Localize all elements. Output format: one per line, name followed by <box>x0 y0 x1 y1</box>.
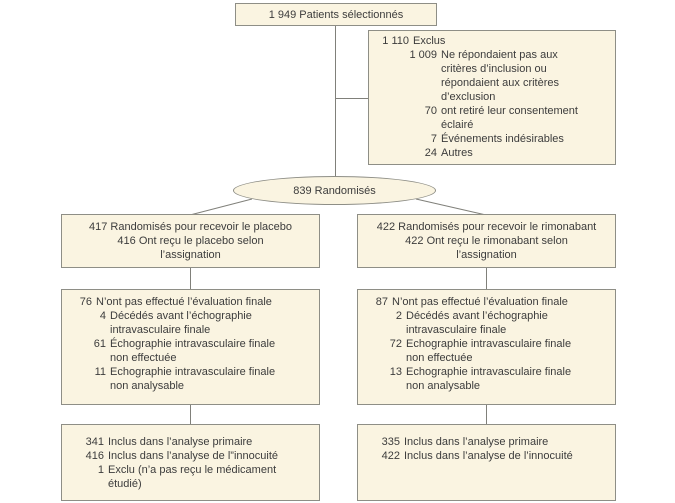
entry-text: Inclus dans l’analyse primaire <box>108 436 253 448</box>
box-rimonabant-no-final-eval: 87 N’ont pas effectué l’évaluation finale… <box>357 289 616 405</box>
entry-count: 7 <box>430 133 437 145</box>
entry-row: 24 Autres <box>377 146 607 160</box>
entry-count: 1 <box>97 464 104 476</box>
entry-row: 341 Inclus dans l’analyse primaire <box>70 435 311 449</box>
entry-count: 1 009 <box>409 49 437 61</box>
box-placebo-analysis: 341 Inclus dans l’analyse primaire 416 Incl… <box>61 424 320 501</box>
entry-count: 76 <box>79 296 92 308</box>
box-placebo-randomized: 417 Randomisés pour recevoir le placebo … <box>61 214 320 268</box>
entry-row: 7 Événements indésirables <box>377 132 607 146</box>
entry-row: 72 Echographie intravasculaire finale non… <box>366 337 607 365</box>
entry-text: Décédés avant l’échographie intravascula… <box>406 310 548 336</box>
box-excluded: 1 110 Exclus 1 009 Ne répondaient pas aux c… <box>368 30 616 165</box>
box-rimonabant-randomized: 422 Randomisés pour recevoir le rimonaba… <box>357 214 616 268</box>
entry-count: 1 110 <box>382 35 409 47</box>
entry-text: Exclu (n’a pas reçu le médicament étudié… <box>108 464 277 490</box>
entry-text: N’ont pas effectué l’évaluation finale <box>96 296 272 308</box>
entry-text: Inclus dans l’analyse primaire <box>404 436 549 448</box>
entry-count: 335 <box>381 436 400 448</box>
entry-row: 416 Inclus dans l’analyse de l”innocuité <box>70 449 311 463</box>
entry-count: 87 <box>375 296 388 308</box>
entry-row: 1 Exclu (n’a pas reçu le médicament étudi… <box>70 463 311 491</box>
entry-count: 70 <box>424 105 437 117</box>
box-patients-selected: 1 949 Patients sélectionnés <box>235 3 437 26</box>
entry-row: 11 Echographie intravasculaire finale non… <box>70 365 311 393</box>
entry-row: 13 Echographie intravasculaire finale non… <box>366 365 607 393</box>
entry-text: Échographie intravasculaire finale non e… <box>110 338 276 364</box>
entry-row: 1 110 Exclus <box>377 34 607 48</box>
entry-row: 335 Inclus dans l’analyse primaire <box>366 435 607 449</box>
ellipse-randomized: 839 Randomisés <box>233 176 436 205</box>
entry-text: Inclus dans l’analyse de l’innocuité <box>404 450 573 462</box>
box-placebo-no-final-eval: 76 N’ont pas effectué l’évaluation finale… <box>61 289 320 405</box>
entry-text: Décédés avant l’échographie intravascula… <box>110 310 252 336</box>
entry-text: Inclus dans l’analyse de l”innocuité <box>108 450 278 462</box>
entry-text: ont retiré leur consentement éclairé <box>441 105 578 131</box>
entry-count: 341 <box>85 436 104 448</box>
box-rimonabant-analysis: 335 Inclus dans l’analyse primaire 422 Incl… <box>357 424 616 501</box>
entry-count: 4 <box>99 310 106 322</box>
entry-row: 2 Décédés avant l’échographie intravascul… <box>366 309 607 337</box>
entry-row: 1 009 Ne répondaient pas aux critères d’i… <box>377 48 607 104</box>
entry-row: 4 Décédés avant l’échographie intravascul… <box>70 309 311 337</box>
entry-text: Echographie intravasculaire finale non a… <box>406 366 572 392</box>
entry-row: 76 N’ont pas effectué l’évaluation finale <box>70 295 311 309</box>
entry-text: N’ont pas effectué l’évaluation finale <box>392 296 568 308</box>
entry-text: Événements indésirables <box>441 133 564 145</box>
entry-count: 11 <box>94 366 106 378</box>
entry-count: 61 <box>93 338 106 350</box>
entry-text: Echographie intravasculaire finale non e… <box>406 338 572 364</box>
entry-row: 87 N’ont pas effectué l’évaluation finale <box>366 295 607 309</box>
entry-count: 24 <box>424 147 437 159</box>
entry-text: Echographie intravasculaire finale non a… <box>110 366 276 392</box>
entry-count: 13 <box>389 366 402 378</box>
entry-count: 2 <box>395 310 402 322</box>
entry-count: 416 <box>85 450 104 462</box>
entry-text: Ne répondaient pas aux critères d’inclus… <box>441 49 560 103</box>
entry-row: 70 ont retiré leur consentement éclairé <box>377 104 607 132</box>
entry-row: 422 Inclus dans l’analyse de l’innocuité <box>366 449 607 463</box>
entry-count: 422 <box>381 450 400 462</box>
entry-count: 72 <box>389 338 402 350</box>
entry-text: Exclus <box>413 35 446 47</box>
entry-row: 61 Échographie intravasculaire finale non… <box>70 337 311 365</box>
entry-text: Autres <box>441 147 473 159</box>
